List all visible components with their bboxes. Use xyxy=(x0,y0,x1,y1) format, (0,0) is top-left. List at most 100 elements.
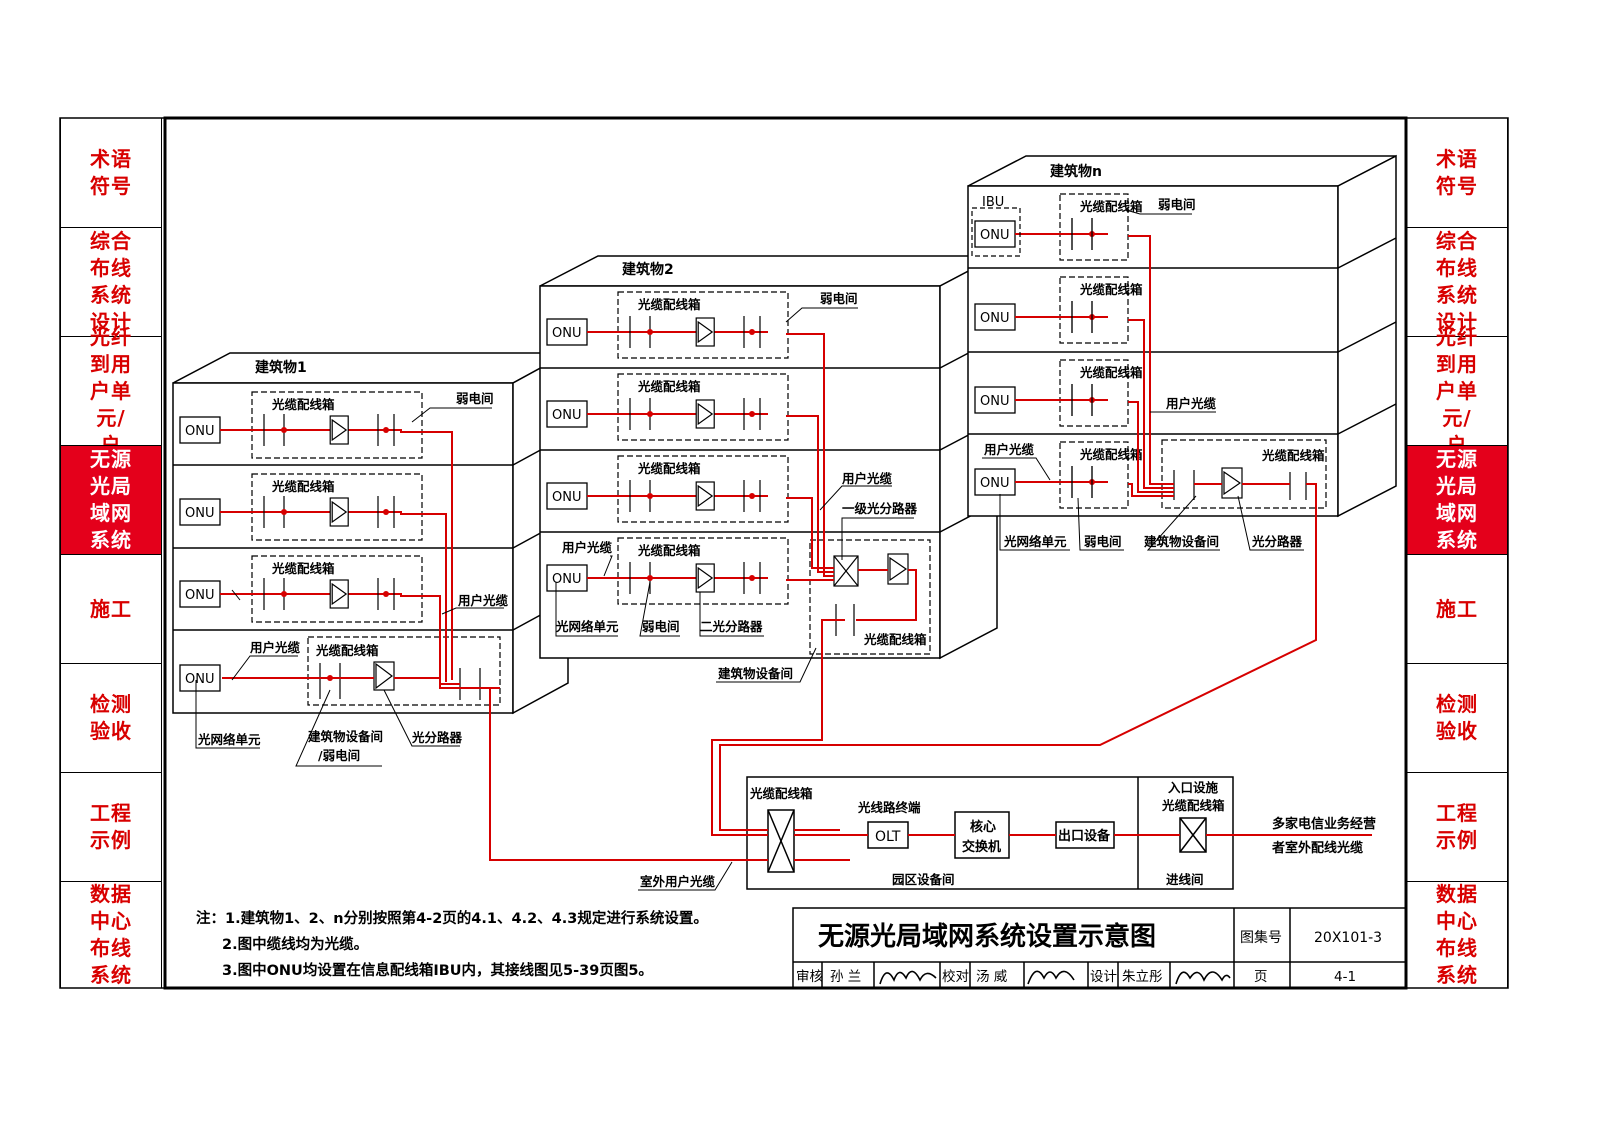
onu-box xyxy=(546,564,588,592)
building-1-title: 建筑物1 xyxy=(255,359,307,376)
b1-equip-box-label: 光缆配线箱 xyxy=(315,643,379,658)
onu-label: ONU xyxy=(980,228,1009,243)
distribution-box xyxy=(617,373,789,441)
sidebar-item-left-1[interactable]: 综合布线系统设计 xyxy=(61,227,161,336)
page-number: 4-1 xyxy=(1334,969,1356,985)
sidebar-item-label: 综合布线系统设计 xyxy=(90,229,132,334)
b1-user-cable-2: 用户光缆 xyxy=(249,640,301,655)
sidebar-item-right-5[interactable]: 检测验收 xyxy=(1407,663,1507,772)
sidebar-item-label: 工程示例 xyxy=(90,801,132,852)
b1-fiber xyxy=(222,431,735,861)
distribution-box xyxy=(1059,193,1129,261)
onu-label: ONU xyxy=(980,311,1009,326)
distribution-box-label: 光缆配线箱 xyxy=(637,543,701,558)
sidebar-item-label: 无源光局域网系统 xyxy=(90,447,132,552)
campus-room xyxy=(746,776,1234,890)
distribution-box-label: 光缆配线箱 xyxy=(1079,447,1143,462)
building2-floor-3: ONU 光缆配线箱 xyxy=(546,537,789,605)
distribution-box xyxy=(617,537,789,605)
campus-box-label: 光缆配线箱 xyxy=(749,786,813,801)
bn-user-cable-2: 用户光缆 xyxy=(983,442,1035,457)
b1-user-cable: 用户光缆 xyxy=(457,593,509,608)
distribution-box-label: 光缆配线箱 xyxy=(271,479,335,494)
sidebar-item-right-3[interactable]: 无源光局域网系统 xyxy=(1407,445,1507,554)
distribution-box xyxy=(251,391,423,459)
bn-equip-box-label: 光缆配线箱 xyxy=(1261,448,1325,463)
entry-facility: 入口设施 xyxy=(1168,780,1219,795)
olt-label: 光线路终端 xyxy=(857,800,921,815)
outdoor-cable-label: 室外用户光缆 xyxy=(640,874,716,889)
checker: 汤 威 xyxy=(976,969,1008,985)
b1-equip-room-2: /弱电间 xyxy=(318,748,360,763)
sidebar-item-label: 综合布线系统设计 xyxy=(1436,229,1478,334)
distribution-box xyxy=(1059,359,1129,427)
distribution-box xyxy=(617,455,789,523)
carrier-cable-2: 者室外配线光缆 xyxy=(1271,840,1363,856)
bn-equipment-box xyxy=(1161,439,1327,509)
building1-floor-3: ONU xyxy=(179,664,221,692)
left-sidebar: 术语符号综合布线系统设计光纤到用户单元/户无源光局域网系统施工检测验收工程示例数… xyxy=(60,118,162,988)
building-n-title: 建筑物n xyxy=(1050,163,1102,180)
b2-equip-room: 建筑物设备间 xyxy=(718,666,793,681)
onu-label: ONU xyxy=(552,408,581,423)
onu-label: ONU xyxy=(980,476,1009,491)
sidebar-item-right-4[interactable]: 施工 xyxy=(1407,554,1507,663)
signatures xyxy=(879,970,1231,985)
building-2 xyxy=(539,254,998,660)
sidebar-item-label: 检测验收 xyxy=(90,692,132,743)
campus-fiber xyxy=(735,829,1372,861)
sidebar-item-label: 光纤到用户单元/户 xyxy=(90,324,132,457)
bn-user-cable: 用户光缆 xyxy=(1165,396,1217,411)
onu-label: ONU xyxy=(552,572,581,587)
b2-user-cable: 用户光缆 xyxy=(841,471,893,486)
design-label: 设计 xyxy=(1090,969,1117,985)
building2-floor-1: ONU 光缆配线箱 xyxy=(546,373,789,441)
reviewer: 孙 兰 xyxy=(830,969,861,985)
sidebar-item-left-5[interactable]: 检测验收 xyxy=(61,663,161,772)
sidebar-item-left-3[interactable]: 无源光局域网系统 xyxy=(61,445,161,554)
building2-floor-0: ONU 光缆配线箱 xyxy=(546,291,789,359)
distribution-box xyxy=(1059,441,1129,509)
bn-equip-room: 建筑物设备间 xyxy=(1144,534,1219,549)
title-block xyxy=(792,907,1407,989)
inner-frame xyxy=(163,116,1408,990)
sidebar-item-label: 施工 xyxy=(1436,596,1478,621)
sidebar-item-label: 数据中心布线系统 xyxy=(1436,882,1478,987)
distribution-box-label: 光缆配线箱 xyxy=(637,461,701,476)
building-2-title: 建筑物2 xyxy=(622,261,674,278)
distribution-box-label: 光缆配线箱 xyxy=(637,379,701,394)
b2-splitter-2: 二光分路器 xyxy=(700,619,763,634)
onu-box xyxy=(974,468,1016,496)
distribution-box xyxy=(617,291,789,359)
sidebar-item-right-6[interactable]: 工程示例 xyxy=(1407,772,1507,881)
bn-fiber xyxy=(719,235,1317,831)
building-1 xyxy=(172,351,569,715)
distribution-box-label: 光缆配线箱 xyxy=(637,297,701,312)
sidebar-item-right-7[interactable]: 数据中心布线系统 xyxy=(1407,881,1507,988)
sidebar-item-left-4[interactable]: 施工 xyxy=(61,554,161,663)
distribution-box-label: 光缆配线箱 xyxy=(271,397,335,412)
sidebar-item-left-0[interactable]: 术语符号 xyxy=(61,118,161,227)
b2-user-cable-2: 用户光缆 xyxy=(561,540,613,555)
sidebar-item-label: 工程示例 xyxy=(1436,801,1478,852)
sidebar-item-label: 施工 xyxy=(90,596,132,621)
sidebar-item-right-1[interactable]: 综合布线系统设计 xyxy=(1407,227,1507,336)
sidebar-item-left-7[interactable]: 数据中心布线系统 xyxy=(61,881,161,988)
building-n xyxy=(967,154,1397,518)
sidebar-item-left-6[interactable]: 工程示例 xyxy=(61,772,161,881)
entry-room-label: 进线间 xyxy=(1166,872,1204,887)
bn-weak-room-2: 弱电间 xyxy=(1084,534,1122,549)
distribution-box xyxy=(251,473,423,541)
b2-splitter-1: 一级光分路器 xyxy=(842,501,918,516)
onu-label: ONU xyxy=(552,326,581,341)
sidebar-item-label: 术语符号 xyxy=(1436,146,1478,198)
sidebar-item-right-0[interactable]: 术语符号 xyxy=(1407,118,1507,227)
sidebar-item-left-2[interactable]: 光纤到用户单元/户 xyxy=(61,325,161,457)
core-switch-1: 核心 xyxy=(970,819,996,835)
sidebar-item-label: 术语符号 xyxy=(90,146,132,198)
b1-weak-room: 弱电间 xyxy=(456,391,494,406)
